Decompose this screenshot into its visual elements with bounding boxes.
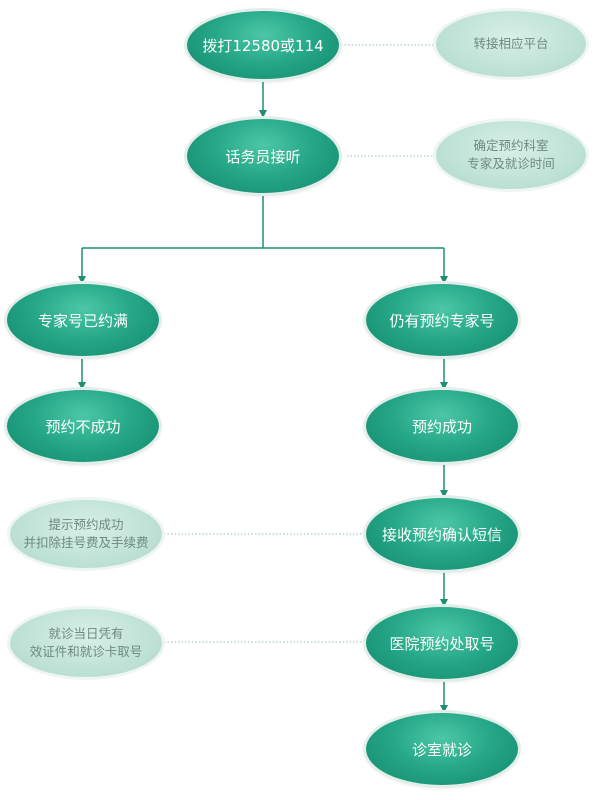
note-platform-line1: 转接相应平台 (473, 36, 549, 51)
node-pickup: 医院预约处取号 (366, 607, 518, 679)
node-operator: 话务员接听 (187, 119, 339, 193)
note-id: 就诊当日凭有 效证件和就诊卡取号 (10, 609, 162, 677)
node-full: 专家号已约满 (7, 284, 159, 356)
note-fee: 提示预约成功 并扣除挂号费及手续费 (10, 500, 162, 568)
note-id-line1: 就诊当日凭有 (48, 626, 124, 641)
node-available: 仍有预约专家号 (366, 284, 518, 356)
node-success: 预约成功 (366, 390, 518, 462)
note-fee-line1: 提示预约成功 (48, 517, 124, 532)
note-confirm: 确定预约科室 专家及就诊时间 (436, 121, 586, 189)
note-id-line2: 效证件和就诊卡取号 (29, 644, 143, 659)
node-dial: 拨打12580或114 (187, 11, 339, 79)
note-fee-line2: 并扣除挂号费及手续费 (23, 535, 149, 550)
note-confirm-line1: 确定预约科室 (473, 138, 549, 153)
node-fail: 预约不成功 (7, 390, 159, 462)
note-confirm-line2: 专家及就诊时间 (467, 156, 555, 171)
note-platform: 转接相应平台 (436, 11, 586, 77)
node-sms: 接收预约确认短信 (366, 498, 518, 570)
node-clinic: 诊室就诊 (366, 713, 518, 785)
